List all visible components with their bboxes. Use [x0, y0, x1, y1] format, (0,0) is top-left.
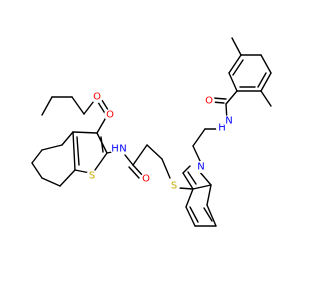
bond	[76, 136, 80, 166]
atom-o-ester: O	[91, 91, 103, 103]
bond	[192, 145, 202, 164]
bond	[124, 154, 134, 166]
bond	[100, 136, 104, 153]
bond	[182, 165, 191, 174]
bond	[189, 206, 199, 223]
atom-label: N	[119, 144, 126, 155]
atom-o-amide1: O	[140, 173, 152, 185]
atom-o-ester-carbonyl: O	[104, 109, 116, 121]
bond	[260, 72, 272, 92]
bond	[128, 166, 140, 179]
atom-label: O	[93, 92, 101, 103]
atom-label: S	[89, 171, 95, 182]
bond	[192, 184, 212, 190]
bond	[59, 169, 76, 187]
atom-nh-amide1: N H	[110, 142, 127, 155]
bond	[185, 206, 196, 227]
bond	[31, 162, 43, 179]
atom-hydrogen-label: H	[111, 144, 119, 155]
atom-label: O	[205, 96, 213, 107]
atom-label: O	[106, 110, 114, 121]
bond	[132, 164, 144, 177]
bond	[72, 131, 98, 134]
bond	[225, 90, 238, 105]
atom-nh-amide2: H N	[216, 115, 235, 134]
molecule-structure: O O S N H O S N H	[31, 37, 272, 227]
bond	[161, 158, 171, 179]
bond	[211, 97, 227, 100]
bond	[41, 144, 63, 151]
atom-s-thioether: S	[168, 180, 180, 192]
bond	[228, 54, 242, 74]
bond	[231, 37, 242, 56]
bond	[185, 188, 194, 208]
bond	[178, 187, 194, 190]
bond	[71, 96, 85, 115]
atom-label: O	[142, 174, 150, 185]
bond	[41, 96, 53, 116]
atom-s-thiophene: S	[86, 170, 98, 182]
bond	[260, 90, 272, 107]
bond	[31, 149, 43, 164]
atom-hydrogen-label: H	[218, 123, 226, 134]
bond-layer	[31, 37, 272, 227]
bond	[146, 144, 163, 160]
atom-o-amide2: O	[203, 95, 215, 107]
bond	[41, 177, 61, 187]
structure-canvas: O O S N H O S N H	[31, 37, 272, 227]
atom-label: N	[197, 162, 204, 173]
bond	[192, 128, 206, 147]
bond	[187, 171, 197, 185]
bond	[206, 204, 217, 227]
bond	[228, 72, 238, 92]
bond	[257, 72, 267, 88]
atom-label: S	[171, 181, 177, 192]
bond	[182, 172, 194, 190]
bond	[203, 207, 213, 222]
bond	[132, 144, 148, 166]
bond	[198, 170, 212, 186]
bond	[94, 152, 108, 171]
bond	[232, 59, 244, 76]
bond	[260, 54, 272, 74]
bond	[206, 184, 212, 206]
atom-n-indole: N	[195, 161, 207, 173]
bond	[72, 131, 76, 171]
atom-label-layer: O O S N H O S N H	[86, 91, 235, 192]
atom-label: N	[225, 116, 232, 127]
bond	[61, 131, 74, 146]
